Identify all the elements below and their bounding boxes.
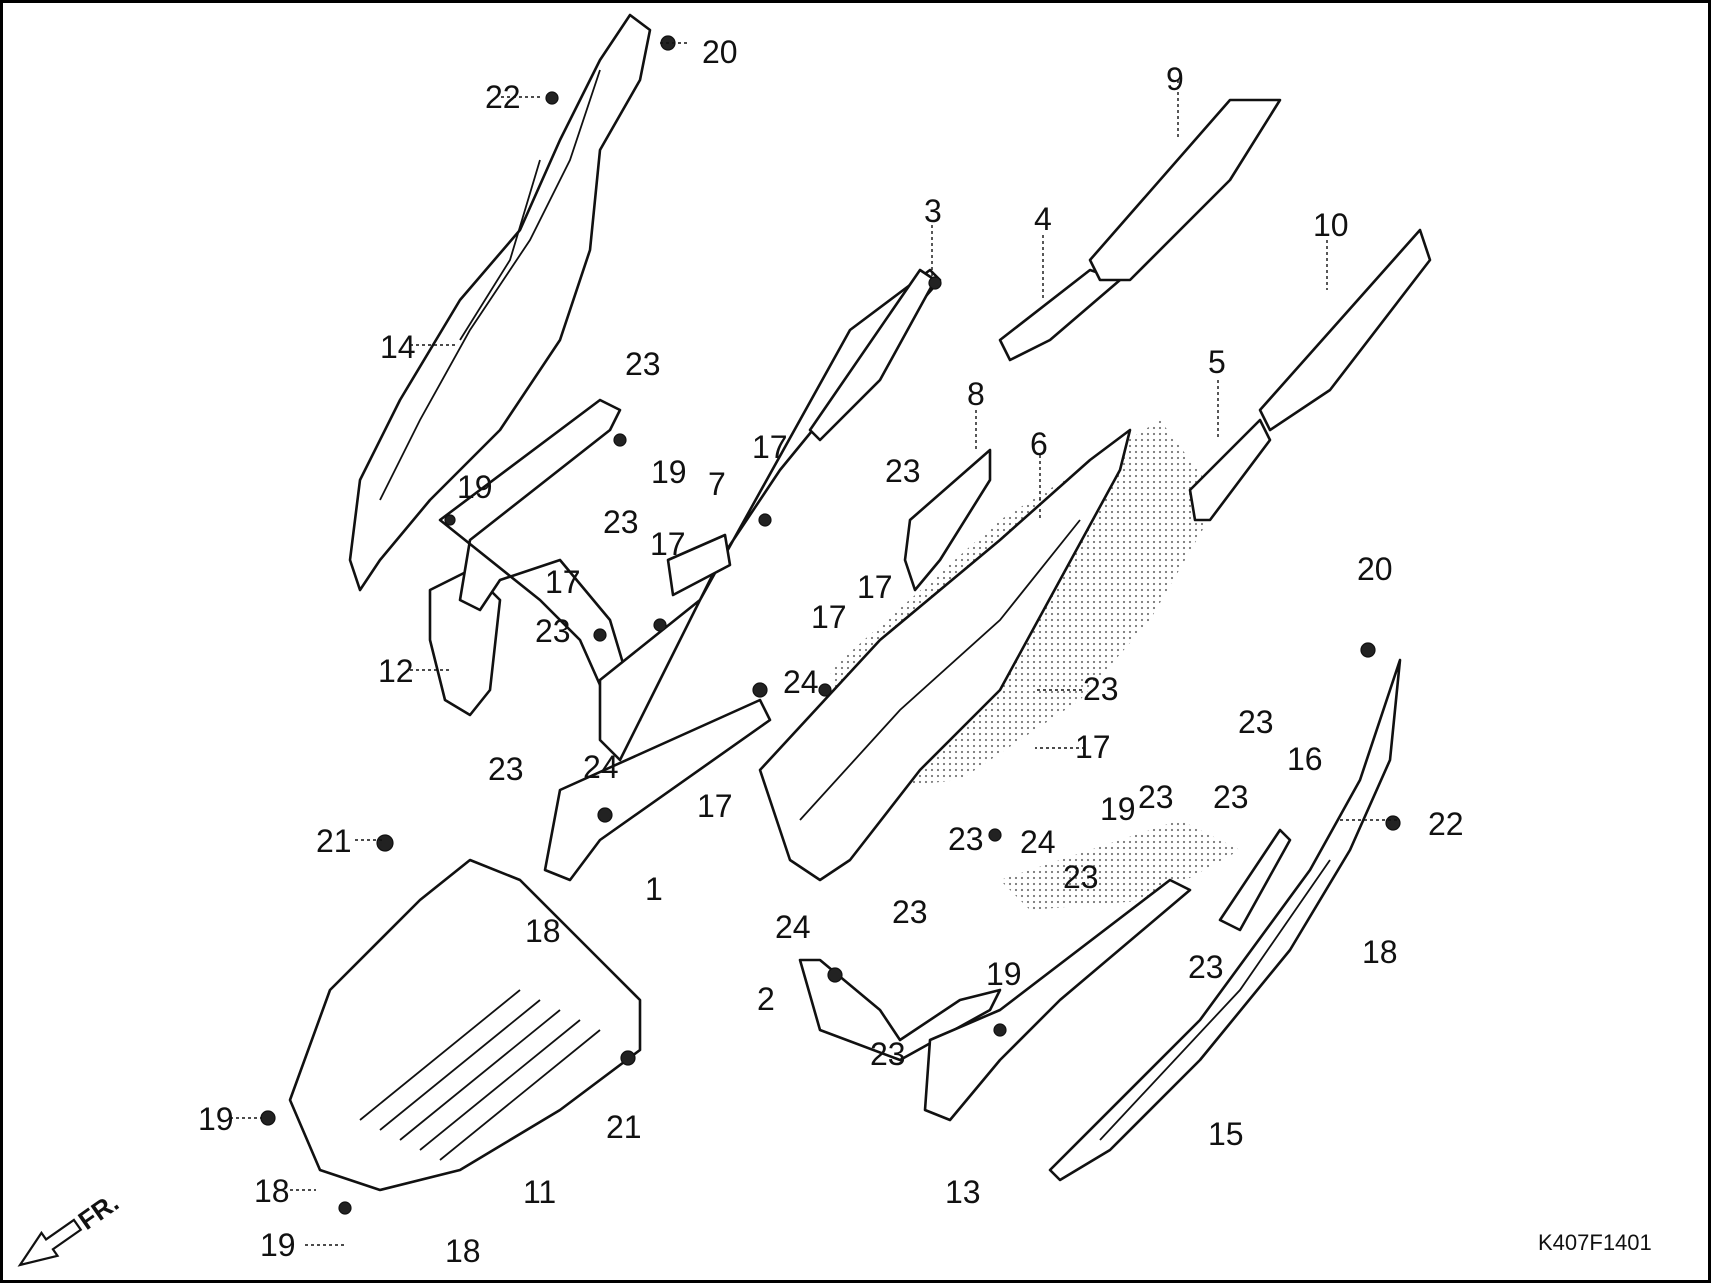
callout-label: 17 bbox=[697, 788, 733, 824]
callout-label: 23 bbox=[1213, 779, 1249, 815]
part-5-10-side-garnish bbox=[1188, 228, 1432, 522]
callout-label: 21 bbox=[606, 1109, 642, 1145]
callout-label: 19 bbox=[1100, 791, 1136, 827]
callout-label: 5 bbox=[1208, 344, 1226, 380]
part-4-9-side-garnish bbox=[998, 98, 1282, 362]
callout-label: 19 bbox=[198, 1101, 234, 1137]
callout-label: 16 bbox=[1287, 741, 1323, 777]
callout-label: 8 bbox=[967, 376, 985, 412]
callout-label: 19 bbox=[260, 1227, 296, 1263]
callout-label: 12 bbox=[378, 653, 414, 689]
callout-label: 23 bbox=[535, 613, 571, 649]
callout-label: 22 bbox=[485, 79, 521, 115]
callout-label: 10 bbox=[1313, 207, 1349, 243]
callout-label: 18 bbox=[1362, 934, 1398, 970]
callout-label: 24 bbox=[583, 749, 619, 785]
callout-label: 4 bbox=[1034, 201, 1052, 237]
callout-label: 15 bbox=[1208, 1116, 1244, 1152]
callout-label: 17 bbox=[811, 599, 847, 635]
callout-label: 23 bbox=[1083, 671, 1119, 707]
callout-label: 23 bbox=[488, 751, 524, 787]
callout-label: 17 bbox=[650, 526, 686, 562]
callout-label: 13 bbox=[945, 1174, 981, 1210]
callout-label: 2 bbox=[757, 981, 775, 1017]
callout-label: 21 bbox=[316, 823, 352, 859]
callout-label: 20 bbox=[702, 34, 738, 70]
callout-label: 17 bbox=[752, 429, 788, 465]
callout-label: 19 bbox=[651, 454, 687, 490]
part-11-floor-panel bbox=[288, 858, 642, 1192]
callout-label: 18 bbox=[525, 913, 561, 949]
front-arrow-icon bbox=[17, 1218, 83, 1267]
callout-label: 1 bbox=[645, 871, 663, 907]
callout-label: 23 bbox=[1188, 949, 1224, 985]
front-direction-indicator: FR. bbox=[17, 1187, 124, 1267]
callout-label: 18 bbox=[254, 1173, 290, 1209]
callout-label: 23 bbox=[948, 821, 984, 857]
callout-label: 20 bbox=[1357, 551, 1393, 587]
callout-label: 24 bbox=[775, 909, 811, 945]
leader-lines bbox=[230, 42, 1400, 1246]
callout-label: 7 bbox=[708, 466, 726, 502]
callout-label: 23 bbox=[1063, 859, 1099, 895]
part-2-lower-trim bbox=[798, 958, 1002, 1062]
part-8-inner-cover bbox=[903, 448, 992, 592]
callout-label: 14 bbox=[380, 329, 416, 365]
part-number-callouts: 20 22 9 3 4 10 14 23 19 17 7 5 8 23 6 19… bbox=[198, 34, 1464, 1269]
callout-label: 6 bbox=[1030, 426, 1048, 462]
callout-label: 22 bbox=[1428, 806, 1464, 842]
part-16-trim bbox=[1218, 828, 1292, 932]
callout-label: 11 bbox=[523, 1174, 556, 1210]
part-7-label bbox=[666, 533, 732, 597]
callout-label: 23 bbox=[870, 1036, 906, 1072]
part-3-trim-strip bbox=[808, 268, 937, 442]
callout-label: 17 bbox=[1075, 729, 1111, 765]
callout-label: 24 bbox=[1020, 824, 1056, 860]
callout-label: 23 bbox=[892, 894, 928, 930]
callout-label: 3 bbox=[924, 193, 942, 229]
callout-label: 18 bbox=[445, 1233, 481, 1269]
part-13-step-side bbox=[923, 878, 1192, 1122]
callout-label: 23 bbox=[603, 504, 639, 540]
callout-label: 17 bbox=[857, 569, 893, 605]
figure-code: K407F1401 bbox=[1538, 1230, 1652, 1255]
callout-label: 9 bbox=[1166, 61, 1184, 97]
callout-label: 23 bbox=[1238, 704, 1274, 740]
callout-label: 24 bbox=[783, 664, 819, 700]
part-14-side-cover-upper bbox=[348, 13, 652, 592]
part-6-body-cover bbox=[758, 428, 1132, 882]
callout-label: 19 bbox=[986, 956, 1022, 992]
callout-label: 23 bbox=[1138, 779, 1174, 815]
callout-label: 19 bbox=[457, 469, 493, 505]
callout-label: 23 bbox=[885, 453, 921, 489]
fasteners bbox=[260, 35, 1401, 1215]
part-15-rear-side-cover bbox=[1048, 658, 1402, 1182]
callout-label: 17 bbox=[545, 564, 581, 600]
callout-label: 23 bbox=[625, 346, 661, 382]
